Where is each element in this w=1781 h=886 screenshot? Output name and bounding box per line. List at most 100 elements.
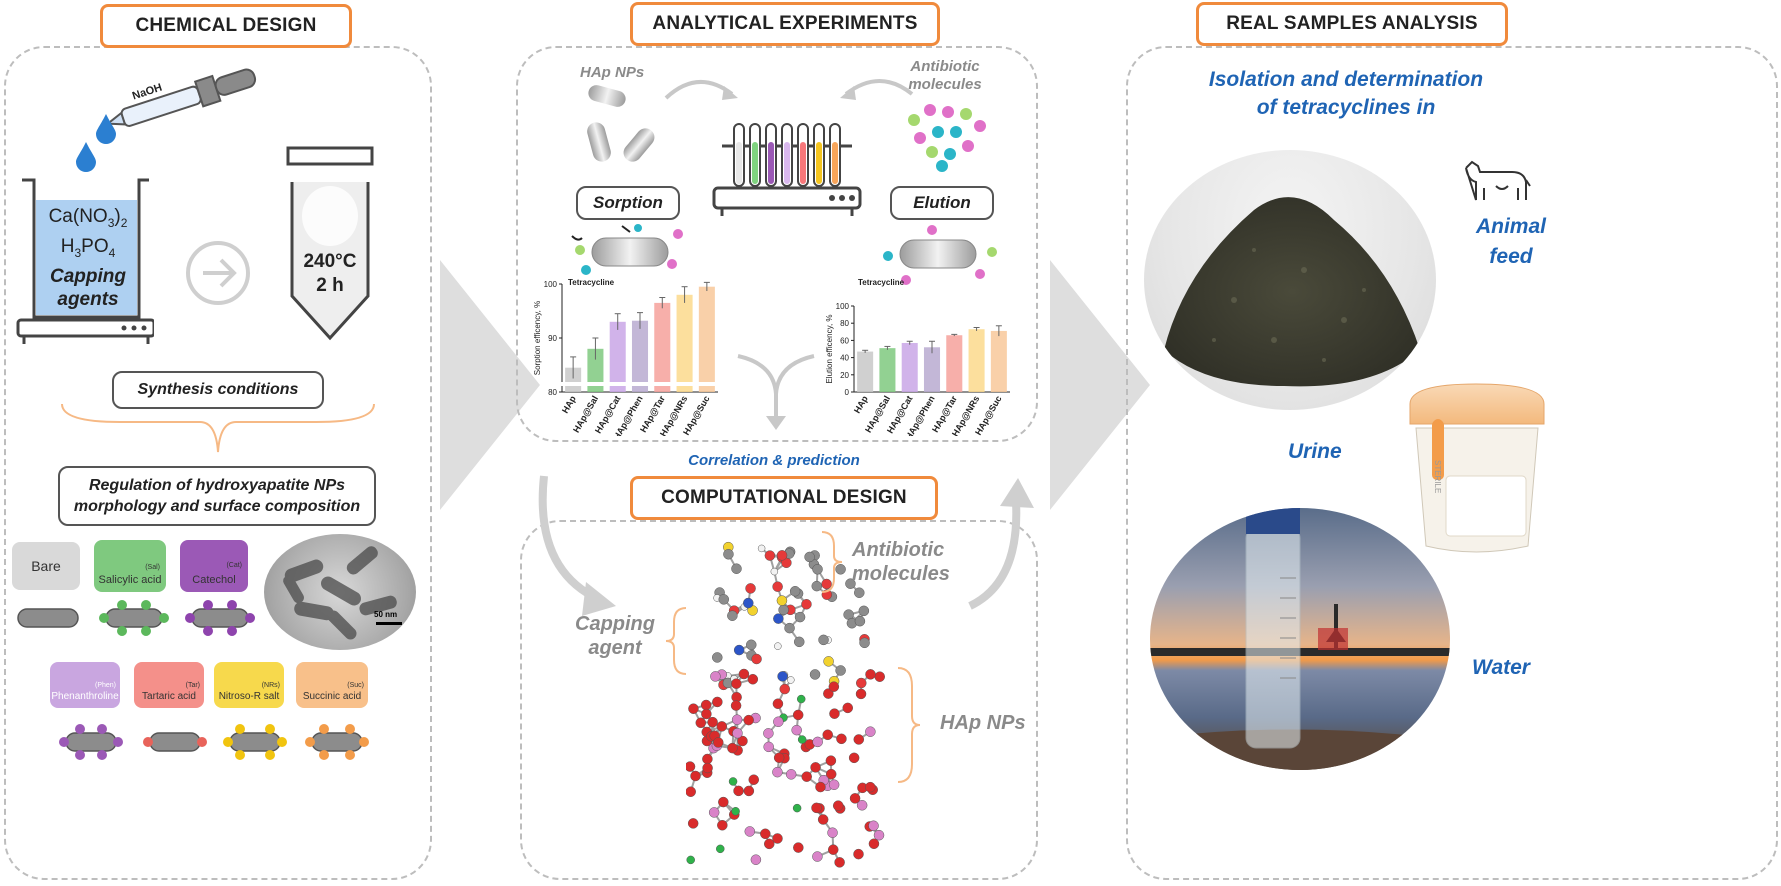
atom: [690, 770, 701, 782]
atom: [731, 807, 740, 816]
scale-bar-label: 50 nm: [374, 610, 398, 619]
atom: [773, 752, 785, 764]
pipette-icon: [110, 68, 257, 127]
atom: [750, 854, 762, 865]
atom: [716, 721, 728, 732]
y-tick-label: 20: [840, 371, 849, 380]
autoclave-conditions: 240°C 2 h: [303, 251, 357, 296]
atom: [708, 807, 720, 818]
y-axis-label: Elution efficency, %: [825, 314, 834, 383]
atom: [686, 761, 696, 772]
bar: [923, 347, 941, 392]
correlation-arrow: [737, 354, 815, 430]
agent-succinic: Succinic acid (Suc): [296, 662, 368, 708]
atom: [815, 781, 826, 793]
particle-cat: [185, 600, 255, 636]
feedback-arrow-right: [968, 478, 1034, 610]
atom: [727, 742, 738, 754]
atom: [827, 844, 839, 855]
bar: [879, 348, 896, 392]
atom: [801, 771, 812, 782]
y-tick-label: 100: [544, 280, 558, 289]
atom: [810, 762, 821, 773]
atom: [865, 781, 876, 793]
atom: [856, 800, 868, 811]
bar: [990, 330, 1007, 392]
atom: [728, 777, 738, 786]
atom: [743, 714, 754, 726]
atom: [827, 827, 838, 838]
atom: [686, 855, 695, 865]
atom: [747, 673, 759, 685]
atom: [764, 550, 776, 561]
elution-label: Elution: [890, 186, 994, 220]
bar: [587, 348, 604, 392]
atom: [738, 668, 750, 680]
atom: [835, 564, 846, 575]
cow-icon: [1465, 160, 1531, 201]
atom: [718, 796, 729, 808]
elution-illustration: [883, 225, 997, 285]
x-tick-label: HAp: [852, 394, 870, 415]
water-label: Water: [1472, 656, 1530, 679]
y-tick-label: 90: [548, 334, 557, 343]
drop-icon: [76, 142, 96, 172]
atom: [804, 551, 815, 563]
atom: [731, 678, 742, 689]
atom: [865, 726, 876, 737]
atom: [713, 737, 724, 748]
agent-salicylic: Salicylic acid (Sal): [94, 540, 166, 592]
atom: [874, 671, 885, 682]
atom: [842, 702, 853, 714]
atom: [822, 729, 833, 741]
atom: [853, 848, 864, 860]
atom: [710, 671, 721, 682]
y-axis-label: Sorption efficency, %: [533, 301, 542, 375]
atom: [812, 736, 823, 748]
atom: [854, 615, 866, 627]
atom: [743, 785, 755, 797]
flow-arrow-right: [1050, 260, 1150, 510]
atom: [818, 634, 829, 646]
computational-header: COMPUTATIONAL DESIGN: [630, 476, 938, 520]
test-tube-rack-icon: [712, 123, 862, 216]
bar: [698, 286, 715, 392]
antibiotic-brace: [821, 531, 843, 593]
atom: [856, 677, 867, 689]
axis-break: [558, 382, 718, 386]
antibiotic-molecules-label-comp: Antibiotic molecules: [852, 539, 950, 585]
atom: [794, 611, 806, 623]
y-tick-label: 60: [840, 336, 849, 345]
atom: [836, 733, 847, 745]
analytical-header: ANALYTICAL EXPERIMENTS: [630, 2, 940, 46]
atom: [776, 595, 788, 606]
atom: [859, 637, 870, 649]
agent-nitroso: Nitroso-R salt (NRs): [214, 662, 284, 708]
synthesis-conditions-label: Synthesis conditions: [112, 371, 324, 409]
atom: [774, 642, 782, 650]
atom: [772, 766, 783, 778]
atom: [743, 597, 754, 609]
atom: [854, 587, 865, 598]
agent-phenanthroline: Phenanthroline (Phen): [50, 662, 120, 708]
bar: [631, 320, 649, 392]
particle-phen: [59, 724, 123, 760]
y-tick-label: 80: [840, 319, 849, 328]
atom: [855, 688, 867, 700]
particle-bare: [17, 608, 79, 628]
atom: [772, 833, 783, 844]
real-samples-panel: [1126, 46, 1778, 880]
atom: [791, 724, 802, 736]
atom: [792, 709, 804, 721]
particle-tar: [143, 732, 207, 752]
atom: [778, 604, 789, 616]
atom: [772, 581, 783, 592]
atom: [712, 696, 723, 708]
atom: [773, 613, 784, 624]
atom: [828, 779, 840, 790]
molecular-model: [686, 541, 885, 868]
curly-brace: [61, 403, 375, 453]
atom: [835, 665, 846, 676]
